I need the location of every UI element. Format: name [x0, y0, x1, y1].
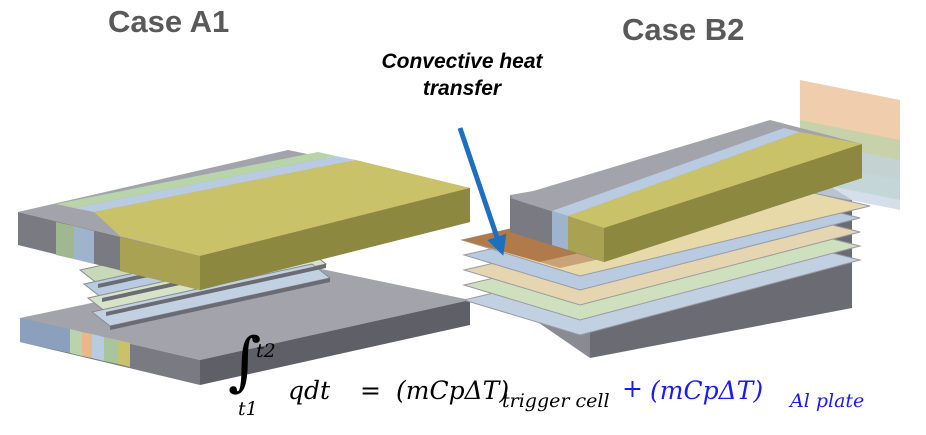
annotation-line-2: transfer: [422, 77, 502, 100]
term-trigger-cell-subscript: trigger cell: [502, 390, 610, 412]
annotation-arrow: [457, 127, 507, 256]
annotation-label: Convective heat transfer: [352, 48, 572, 102]
integral-lower-limit: t1: [238, 398, 258, 420]
term-al-plate-subscript: Al plate: [790, 390, 865, 412]
integral-sign: ∫: [228, 325, 262, 399]
integrand: qdt: [288, 376, 331, 405]
annotation-line-1: Convective heat: [381, 50, 543, 73]
integral-upper-limit: t2: [256, 340, 276, 362]
case-b2-assembly: [460, 80, 900, 358]
term-al-plate: (mCpΔT): [650, 376, 764, 405]
plus-sign: +: [622, 374, 643, 403]
term-trigger-cell: (mCpΔT): [396, 376, 510, 405]
case-b2-top-block: [510, 120, 862, 262]
case-a1-top-block: [18, 150, 470, 290]
case-a1-assembly: [18, 150, 470, 385]
equals-sign: =: [360, 376, 381, 405]
case-b2-title: Case B2: [622, 12, 745, 47]
case-a1-title: Case A1: [108, 4, 230, 39]
case-a1-bottom-plate: [20, 262, 470, 385]
